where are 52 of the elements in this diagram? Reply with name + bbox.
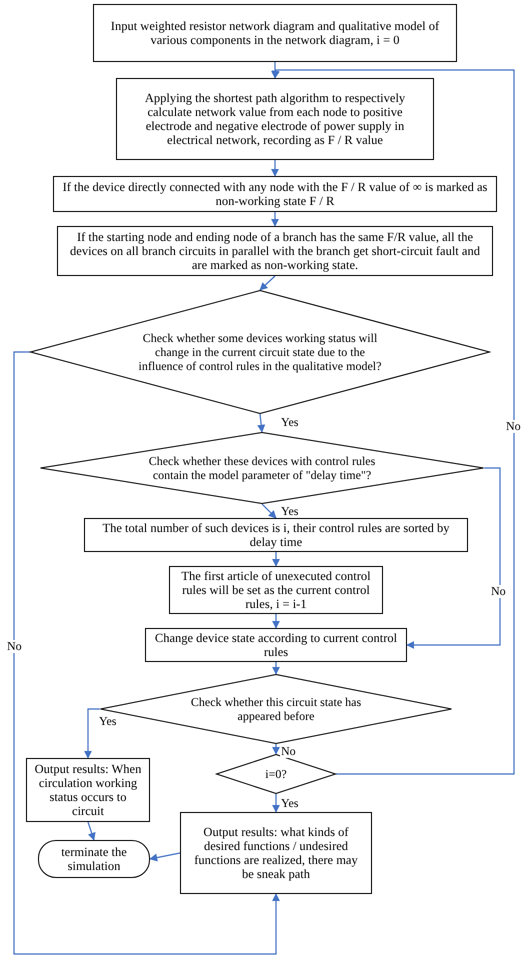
step-text: The total number of such devices is i, their control rules are sorted by delay time <box>101 521 451 549</box>
arrow <box>272 744 280 755</box>
process-box <box>53 176 497 212</box>
arrow <box>149 852 180 862</box>
edge-label: Yes <box>98 715 118 728</box>
step-text: If the starting node and ending node of a branch has the same F/R value, all the devices on all branch circuits in parallel with the branch get short-circuit fault and are marked as non-working state. <box>69 230 481 272</box>
edge-label: Yes <box>280 505 300 518</box>
decision-diamond <box>40 432 484 504</box>
arrow <box>262 504 277 519</box>
edge-label: No <box>280 745 297 758</box>
step-text: terminate the simulation <box>60 845 128 873</box>
step-text: Change device state according to current control rules <box>154 631 398 659</box>
decision-text: Check whether these devices with control rules contain the model parameter of "delay time"? <box>148 454 376 482</box>
arrow <box>257 414 266 433</box>
process-box <box>169 566 383 614</box>
decision-diamond <box>100 674 452 744</box>
edge-label: No <box>490 585 507 598</box>
process-box <box>116 78 434 160</box>
process-box <box>26 758 150 822</box>
arrow <box>271 160 279 177</box>
arrow <box>271 212 279 227</box>
arrow <box>259 276 276 291</box>
step-text: Output results: what kinds of desired functions / undesired functions are realized, there may be sneak path <box>193 825 359 881</box>
arrow <box>84 708 100 759</box>
process-box <box>180 812 372 894</box>
step-text: Applying the shortest path algorithm to respectively calculate network value from each node to positive electrode and negative electrode of power supply in electrical network, recording as F / R value <box>144 91 406 147</box>
arrow <box>272 552 280 567</box>
edge-label: Yes <box>280 416 300 429</box>
decision-text: Check whether this circuit state has appeared before <box>190 695 362 723</box>
edge-label: No <box>505 420 522 433</box>
process-box <box>57 226 493 276</box>
arrow <box>13 351 280 955</box>
decision-text: Check whether some devices working status will change in the current circuit state due to the influence of control rules in the qualitative model? <box>138 331 382 373</box>
decision-diamond <box>30 290 490 414</box>
step-text: The first article of unexecuted control rules will be set as the current control rules, i = i-1 <box>180 569 372 611</box>
decision-text: i=0? <box>265 767 287 781</box>
process-box <box>93 4 457 62</box>
process-box <box>145 628 407 662</box>
decision-diamond <box>216 754 336 794</box>
arrow <box>272 614 280 629</box>
arrow <box>87 822 96 841</box>
arrow <box>406 467 501 649</box>
arrow <box>272 662 280 675</box>
edge-label: No <box>6 640 23 653</box>
step-text: Input weighted resistor network diagram and qualitative model of various components in the network diagram, i = 0 <box>110 19 440 47</box>
step-text: If the device directly connected with any node with the F / R value of ∞ is marked as non-working state F / R <box>62 180 488 208</box>
step-text: Output results: When circulation working status occurs to circuit <box>34 762 142 818</box>
edge-label: Yes <box>280 797 300 810</box>
terminator <box>38 840 150 878</box>
arrow <box>272 794 280 813</box>
arrow <box>272 69 515 775</box>
process-box <box>84 518 468 552</box>
